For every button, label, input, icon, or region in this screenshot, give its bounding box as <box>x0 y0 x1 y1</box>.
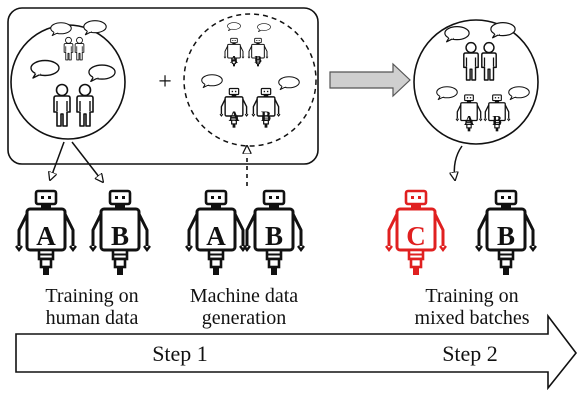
caption-human-line2: human data <box>46 307 139 329</box>
machine-data-circle: A B A B <box>183 13 317 147</box>
trained-robots-step1: A B <box>14 189 152 277</box>
caption-machine-line1: Machine data <box>190 285 298 307</box>
caption-human-line1: Training on <box>45 285 138 307</box>
caption-mixed-line1: Training on <box>425 285 518 307</box>
robot-b-label: B <box>111 221 129 251</box>
robot-b-label: B <box>492 114 501 129</box>
plus-sign: + <box>158 69 172 95</box>
robot-b-label: B <box>265 221 283 251</box>
robot-a-label: A <box>464 114 475 129</box>
robot-c-label: C <box>406 221 426 251</box>
trained-robots-step2: C B <box>384 189 538 277</box>
human-data-circle <box>10 19 126 140</box>
caption-machine-line2: generation <box>202 307 286 329</box>
arrow-to-robot-b <box>71 141 103 182</box>
arrow-to-robot-a <box>50 141 65 180</box>
robot-a-label: A <box>230 54 238 66</box>
step1-label: Step 1 <box>152 341 208 366</box>
step2-label: Step 2 <box>442 341 498 366</box>
generation-robots: A B <box>184 189 306 277</box>
robot-a-label: A <box>206 221 226 251</box>
robot-a-label: A <box>229 109 240 125</box>
arrow-to-robot-c <box>454 145 463 180</box>
robot-b-label: B <box>497 221 515 251</box>
caption-mixed-line2: mixed batches <box>415 307 530 329</box>
transition-arrow <box>329 62 411 98</box>
robot-a-label: A <box>36 221 56 251</box>
robot-b-label: B <box>261 109 271 125</box>
mixed-data-circle: A B <box>413 19 539 145</box>
step-progress-arrow <box>15 313 578 391</box>
robot-b-label: B <box>254 54 262 66</box>
